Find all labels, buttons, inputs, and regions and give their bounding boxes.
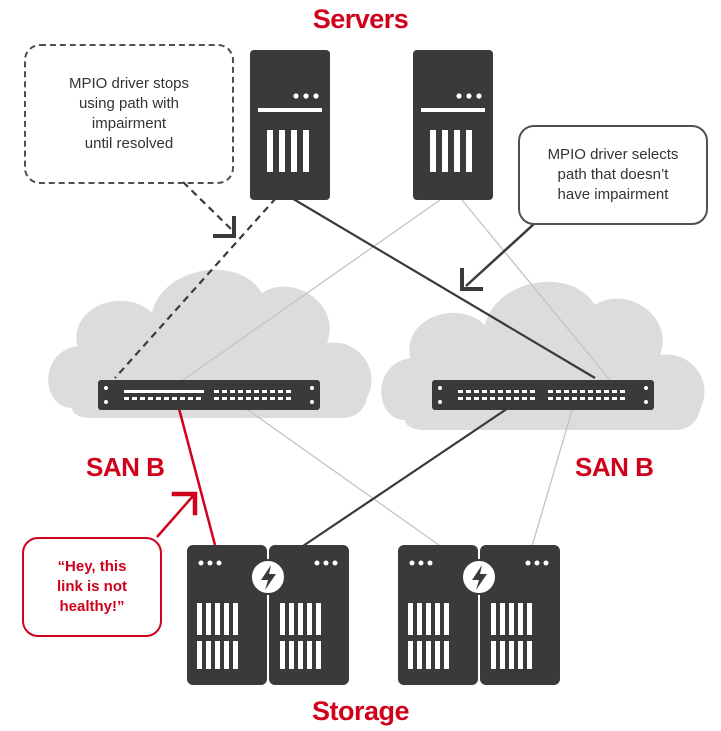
storage-array-icon — [187, 545, 349, 685]
callout-mpio-selects-text: MPIO driver selects path that doesn’t ha… — [547, 146, 679, 203]
network-switch-icon — [98, 380, 320, 410]
arrow-icon — [182, 181, 236, 238]
lightning-bolt-icon — [250, 559, 286, 595]
link-server1-switch-left-impaired — [114, 197, 277, 379]
arrow-icon — [460, 222, 536, 291]
network-switch-icon — [432, 380, 654, 410]
callout-mpio-stops-text: MPIO driver stops using path with impair… — [68, 75, 190, 152]
servers-heading: Servers — [312, 4, 409, 34]
storage-heading: Storage — [311, 696, 410, 726]
callout-mpio-stops: MPIO driver stops using path with impair… — [24, 44, 234, 184]
server-icon — [413, 50, 493, 200]
link-switch-right-storage — [299, 391, 533, 549]
link-server2-switch-left — [179, 199, 441, 383]
callout-unhealthy-link-text: “Hey, this link is not healthy!” — [56, 558, 127, 615]
server-icon — [250, 50, 330, 200]
link-server2-switch-right — [461, 199, 611, 381]
callout-unhealthy-link: “Hey, this link is not healthy!” — [22, 537, 162, 637]
callout-mpio-selects: MPIO driver selects path that doesn’t ha… — [518, 125, 708, 225]
arrow-icon — [156, 491, 198, 538]
connections — [114, 196, 611, 561]
san-right-label: SAN B — [575, 452, 654, 482]
link-switch-left-storage-right — [209, 382, 461, 561]
san-left-label: SAN B — [86, 452, 165, 482]
link-server1-switch-right — [289, 196, 596, 379]
lightning-bolt-icon — [461, 559, 497, 595]
storage-array-icon — [398, 545, 560, 685]
link-switch-right-storage-far — [529, 389, 579, 554]
